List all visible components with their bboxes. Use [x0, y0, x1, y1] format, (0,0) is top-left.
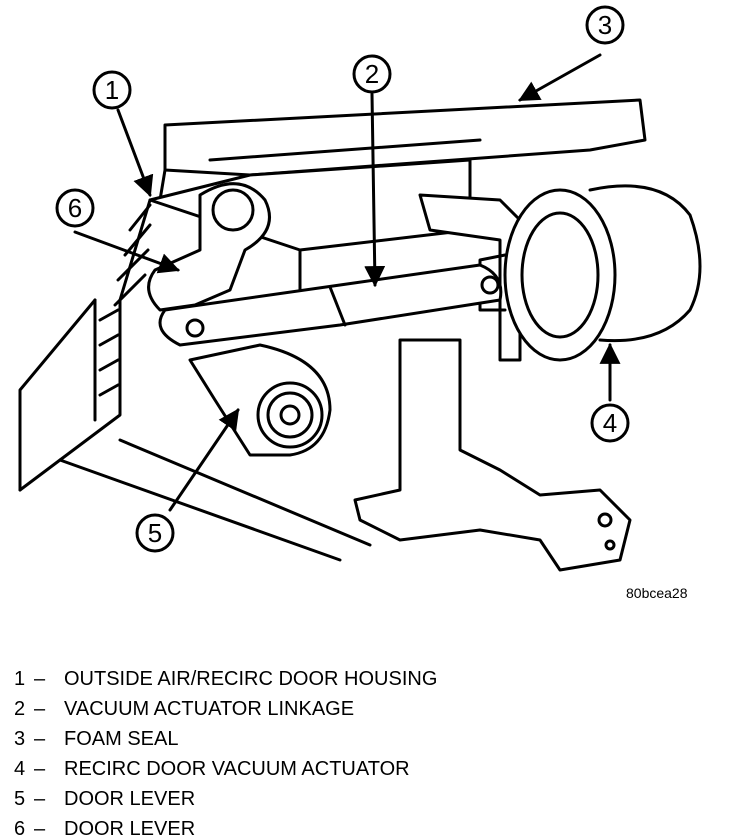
callout-2: 2 [352, 54, 392, 288]
actuator-linkage [158, 263, 503, 347]
door-lever-lower [188, 343, 332, 457]
door-lever-upper [147, 182, 271, 312]
callout-6: 6 [55, 188, 180, 274]
svg-text:6: 6 [68, 193, 82, 223]
figure-code: 80bcea28 [626, 585, 688, 601]
legend-item: 6–DOOR LEVER [14, 818, 196, 840]
actuator-illustration: 1 2 3 4 5 6 [18, 5, 702, 572]
actuator-bracket [353, 193, 632, 572]
vacuum-actuator [478, 184, 702, 362]
legend-item: 5–DOOR LEVER [14, 788, 196, 810]
callout-5: 5 [135, 408, 240, 553]
svg-text:4: 4 [603, 408, 617, 438]
legend-item: 2–VACUUM ACTUATOR LINKAGE [14, 698, 355, 720]
foam-seal [158, 98, 647, 202]
callout-1: 1 [92, 70, 154, 197]
legend: 1–OUTSIDE AIR/RECIRC DOOR HOUSING 2–VACU… [14, 664, 437, 840]
svg-text:1: 1 [105, 75, 119, 105]
callout-3: 3 [518, 5, 625, 102]
svg-text:2: 2 [365, 59, 379, 89]
legend-item: 1–OUTSIDE AIR/RECIRC DOOR HOUSING [14, 668, 438, 690]
svg-text:3: 3 [598, 10, 612, 40]
callout-4: 4 [590, 342, 630, 443]
svg-text:5: 5 [148, 518, 162, 548]
legend-item: 3–FOAM SEAL [14, 728, 179, 750]
legend-item: 4–RECIRC DOOR VACUUM ACTUATOR [14, 758, 410, 780]
